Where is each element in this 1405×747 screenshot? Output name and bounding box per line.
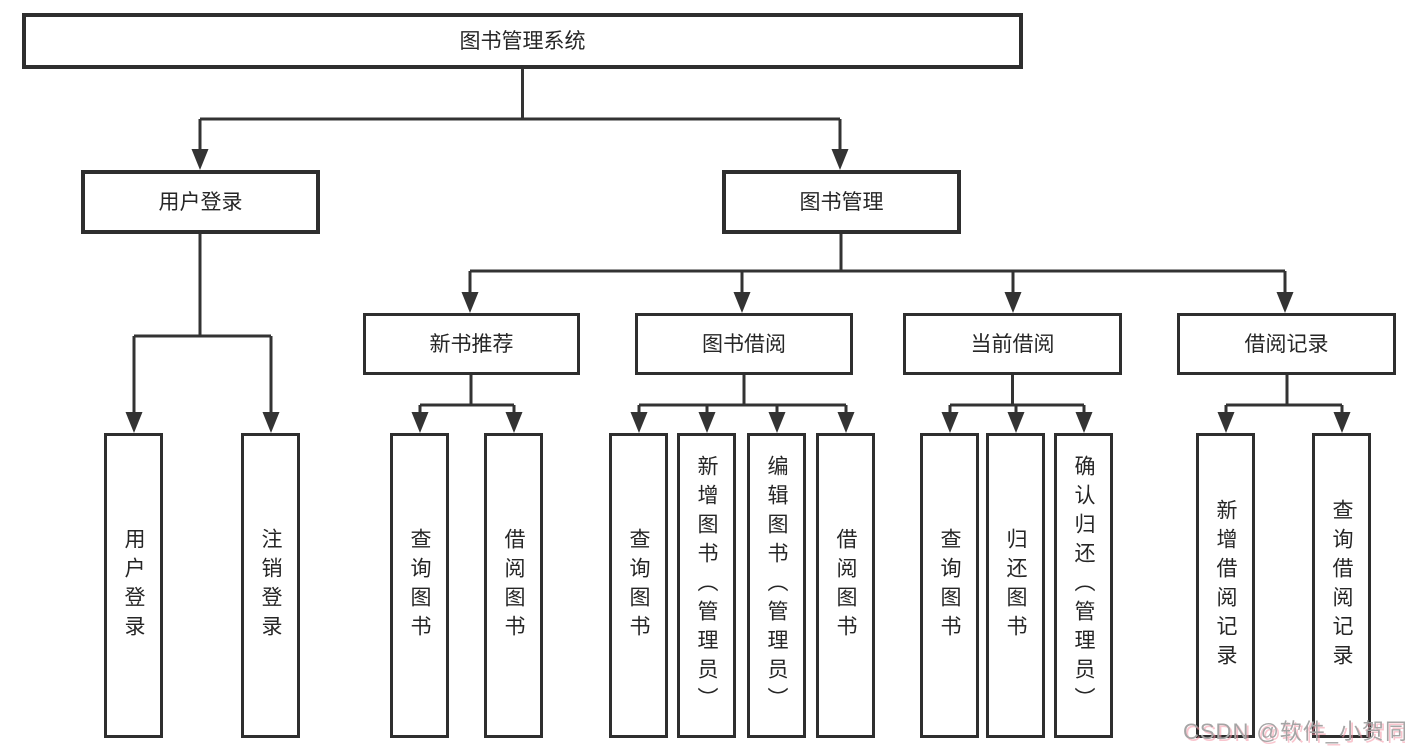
- node-label: 归还图书: [1004, 527, 1027, 644]
- node-label: 图书管理系统: [459, 29, 586, 53]
- leaf-edit-books-admin: 编辑图书（管理员）: [747, 433, 806, 738]
- leaf-query-books-borrow: 查询图书: [609, 433, 668, 738]
- leaf-borrow-books: 借阅图书: [816, 433, 875, 738]
- node-label: 查询图书: [408, 527, 431, 644]
- leaf-query-books-current: 查询图书: [920, 433, 979, 738]
- node-label: 图书管理: [799, 190, 884, 214]
- node-new-book-recommend: 新书推荐: [363, 313, 580, 375]
- node-label: 借阅记录: [1244, 332, 1329, 356]
- node-label: 新增图书（管理员）: [695, 455, 718, 716]
- leaf-logout: 注销登录: [241, 433, 300, 738]
- leaf-confirm-return-admin: 确认归还（管理员）: [1054, 433, 1113, 738]
- node-label: 借阅图书: [502, 527, 525, 644]
- node-label: 用户登录: [158, 190, 243, 214]
- csdn-watermark: CSDN @软件_小贺同学: [1183, 719, 1405, 744]
- node-label: 当前借阅: [970, 332, 1055, 356]
- node-current-borrow: 当前借阅: [903, 313, 1122, 375]
- node-label: 查询图书: [938, 527, 961, 644]
- node-borrow-records: 借阅记录: [1177, 313, 1396, 375]
- node-label: 借阅图书: [834, 527, 857, 644]
- node-label: 查询借阅记录: [1330, 498, 1353, 673]
- leaf-add-books-admin: 新增图书（管理员）: [677, 433, 736, 738]
- node-library-management-system: 图书管理系统: [22, 13, 1023, 69]
- node-label: 用户登录: [122, 527, 145, 644]
- leaf-query-borrow-record: 查询借阅记录: [1312, 433, 1371, 738]
- node-user-login: 用户登录: [81, 170, 320, 234]
- leaf-borrow-books-recommend: 借阅图书: [484, 433, 543, 738]
- leaf-return-books: 归还图书: [986, 433, 1045, 738]
- node-label: 注销登录: [259, 527, 282, 644]
- node-book-borrow: 图书借阅: [635, 313, 853, 375]
- node-book-management: 图书管理: [722, 170, 961, 234]
- leaf-query-books-recommend: 查询图书: [390, 433, 449, 738]
- node-label: 新书推荐: [429, 332, 514, 356]
- node-label: 新增借阅记录: [1214, 498, 1237, 673]
- leaf-user-login: 用户登录: [104, 433, 163, 738]
- node-label: 图书借阅: [702, 332, 786, 356]
- leaf-add-borrow-record: 新增借阅记录: [1196, 433, 1255, 738]
- node-label: 编辑图书（管理员）: [765, 455, 788, 716]
- node-label: 查询图书: [627, 527, 650, 644]
- node-label: 确认归还（管理员）: [1072, 455, 1095, 716]
